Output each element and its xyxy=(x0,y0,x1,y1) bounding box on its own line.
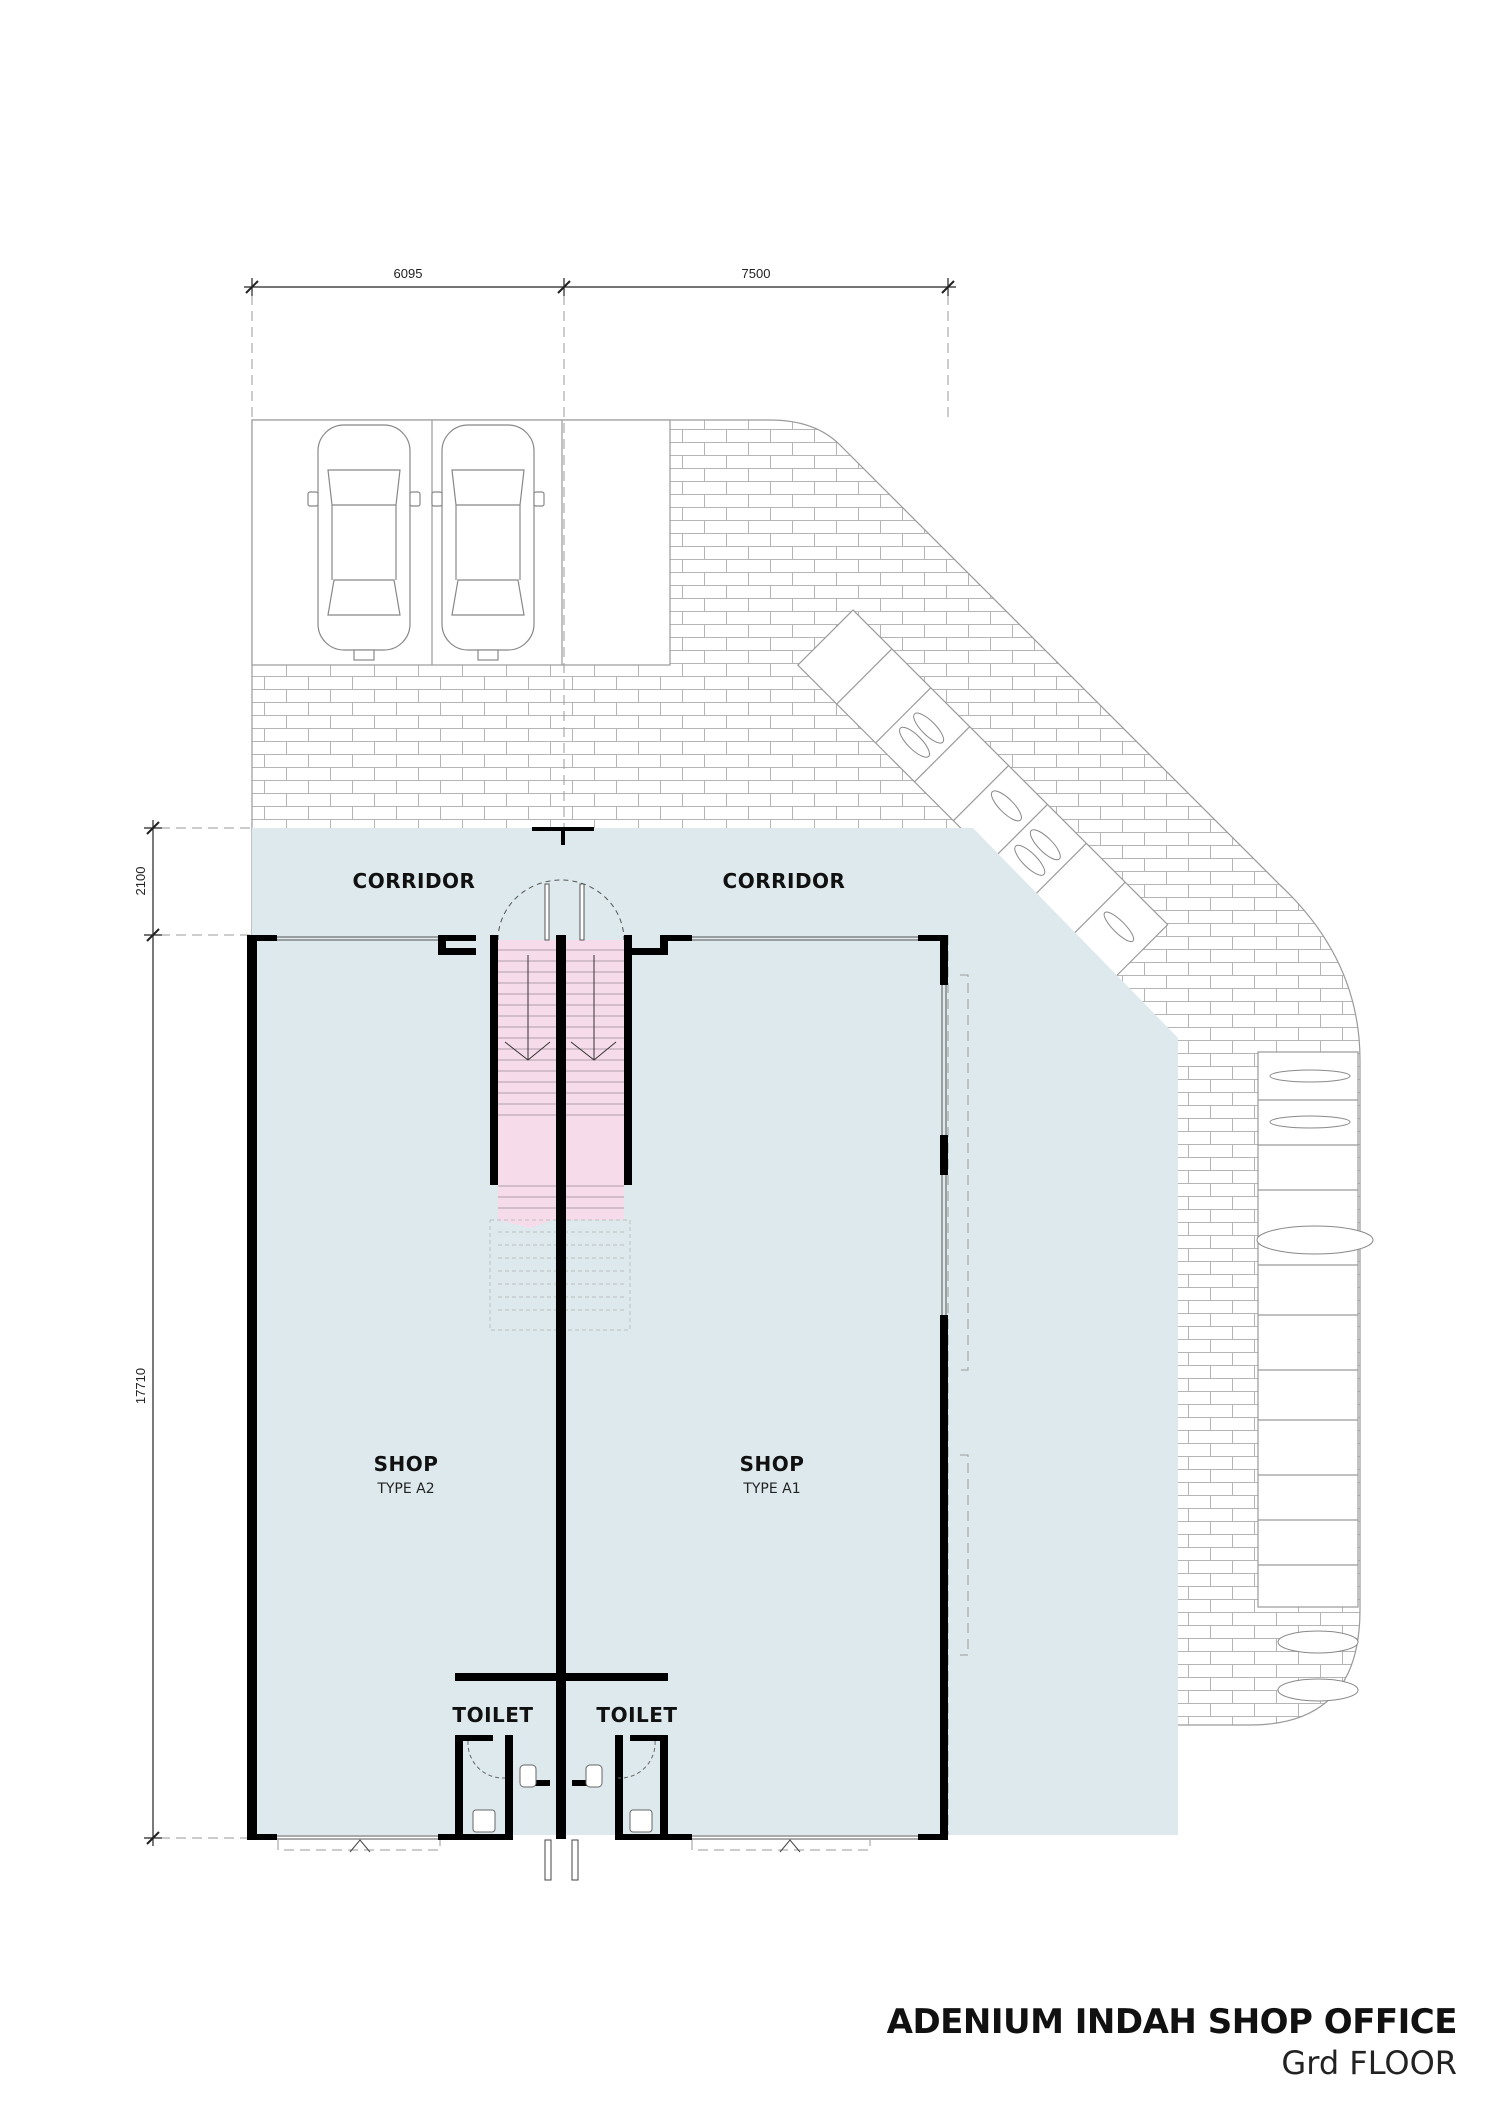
car-park-bays xyxy=(251,419,671,666)
toilet-right-label: TOILET xyxy=(596,1703,677,1727)
car-icon xyxy=(431,424,545,661)
bicycle-icon xyxy=(1269,1115,1351,1129)
glazing xyxy=(277,936,947,1840)
shop-right-type: TYPE A1 xyxy=(742,1481,800,1497)
motorcycle-icon xyxy=(1277,1630,1359,1654)
floor-area xyxy=(252,828,1178,1835)
dimension-line-vertical xyxy=(144,820,162,1846)
bicycle-icon xyxy=(1269,1069,1351,1083)
corridor-right-label: CORRIDOR xyxy=(723,869,846,893)
motorcycle-icon xyxy=(1277,1678,1359,1702)
motorcycle-icon xyxy=(1014,844,1046,876)
corridor-left-label: CORRIDOR xyxy=(353,869,476,893)
shop-right-label: SHOP xyxy=(740,1452,805,1476)
floor-title: Grd FLOOR xyxy=(1281,2044,1457,2082)
rear-doors xyxy=(349,1839,801,1881)
motorcycle-icon xyxy=(913,712,945,744)
walls xyxy=(247,935,948,1840)
wc-icon xyxy=(629,1809,653,1833)
dimension-shop-depth: 17710 xyxy=(133,1368,148,1404)
dimension-corridor-depth: 2100 xyxy=(133,867,148,896)
stair-entrance-doors xyxy=(497,827,625,941)
motorcycle-icon xyxy=(899,726,931,758)
motorcycle-icon xyxy=(1029,829,1061,861)
toilet-left-label: TOILET xyxy=(452,1703,533,1727)
motorcycle-icon xyxy=(990,790,1022,822)
staircase xyxy=(489,940,631,1331)
dimension-width-left: 6095 xyxy=(394,266,423,281)
drawing-title-block: ADENIUM INDAH SHOP OFFICE Grd FLOOR xyxy=(886,2002,1458,2082)
diagonal-motorcycle-bays xyxy=(796,609,1169,981)
basin-icon xyxy=(585,1764,603,1788)
wc-icon xyxy=(472,1809,496,1833)
motorcycle-icon xyxy=(1103,911,1135,943)
basin-icon xyxy=(519,1764,537,1788)
project-title: ADENIUM INDAH SHOP OFFICE xyxy=(886,2002,1458,2042)
side-motorcycle-bays xyxy=(1256,1051,1374,1702)
shop-left-label: SHOP xyxy=(374,1452,439,1476)
toilet-fixtures xyxy=(467,1740,656,1833)
dimension-width-right: 7500 xyxy=(742,266,771,281)
car-icon xyxy=(307,424,421,661)
dimension-line-horizontal xyxy=(244,278,956,296)
motorcycle-icon xyxy=(1256,1225,1374,1255)
shop-left-type: TYPE A2 xyxy=(376,1481,434,1497)
